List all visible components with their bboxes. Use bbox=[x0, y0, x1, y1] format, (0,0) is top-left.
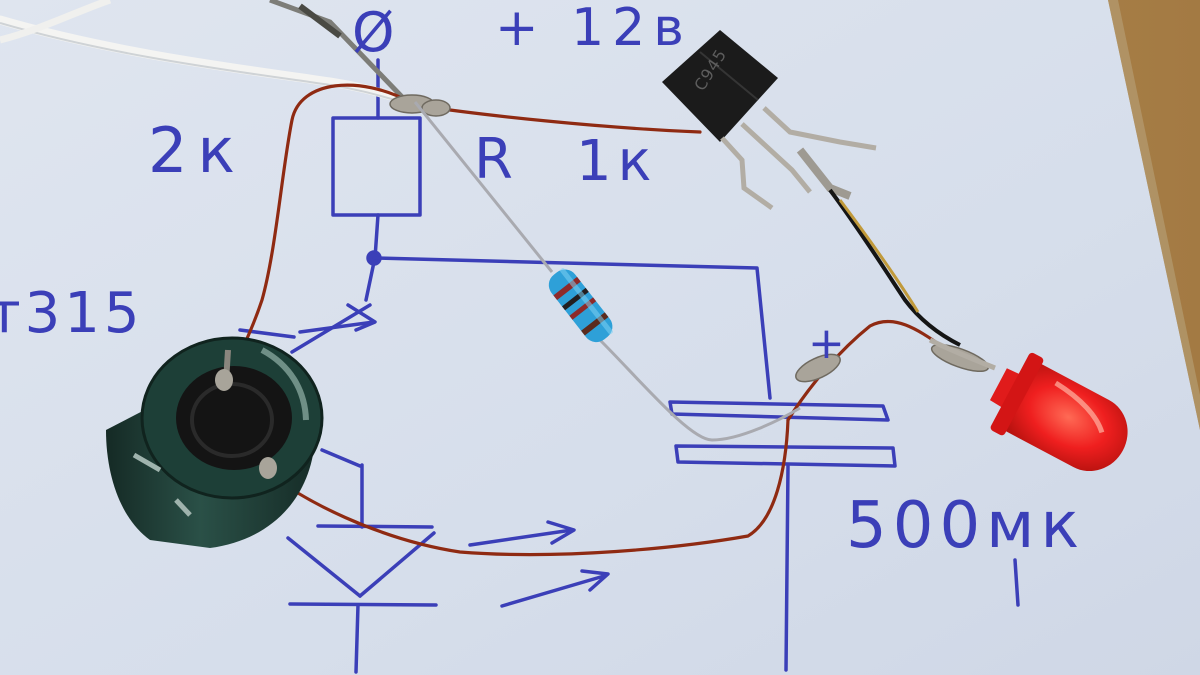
resistor-label: R bbox=[474, 127, 515, 192]
led-symbol bbox=[286, 536, 362, 598]
white-wire bbox=[0, 15, 420, 107]
transistor-label: т315 bbox=[0, 281, 144, 346]
pot-symbol bbox=[331, 116, 422, 217]
capacitor-polarity-label: + bbox=[808, 318, 847, 369]
resistor bbox=[548, 268, 613, 343]
resistor-value-label: 1к bbox=[576, 129, 658, 194]
supply-voltage-label: + 12в bbox=[495, 0, 692, 58]
transistor bbox=[662, 30, 877, 211]
red-led bbox=[989, 352, 1128, 471]
capacitor-value-label: 500мк bbox=[846, 489, 1086, 563]
solder-joints bbox=[389, 94, 990, 383]
capacitor-symbol bbox=[668, 400, 890, 422]
transistor-symbol bbox=[364, 260, 376, 302]
electrolytic-capacitor bbox=[106, 336, 324, 548]
paper-edge-shadow bbox=[1108, 0, 1200, 430]
potentiometer-value-label: 2к bbox=[148, 114, 245, 187]
ground-label: Ø bbox=[352, 1, 397, 64]
